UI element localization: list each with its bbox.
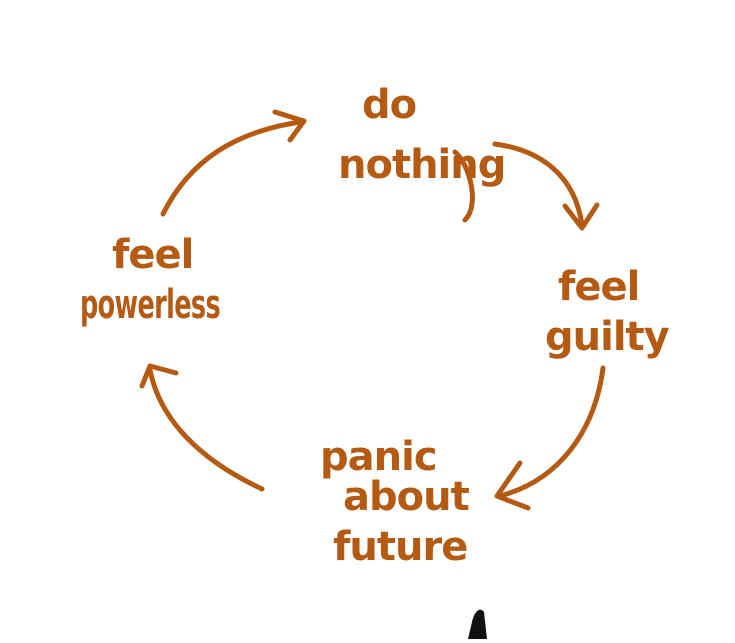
node-feel-powerless: feel powerless bbox=[80, 232, 221, 328]
cycle-arrows bbox=[139, 109, 606, 511]
nothing-swoosh bbox=[452, 149, 475, 223]
node-feel-powerless-line-1: feel bbox=[112, 232, 193, 278]
node-panic-line-1: panic bbox=[320, 434, 437, 480]
node-feel-powerless-line-2: powerless bbox=[80, 282, 220, 328]
arrow-do-nothing-to-feel-guilty bbox=[492, 141, 585, 228]
node-feel-guilty-line-2: guilty bbox=[545, 314, 670, 360]
arrow-panic-to-feel-powerless bbox=[147, 367, 265, 492]
arrowhead-feel-powerless bbox=[139, 363, 179, 389]
arrow-feel-powerless-to-do-nothing bbox=[160, 119, 303, 217]
node-panic-line-3: future bbox=[333, 524, 467, 570]
node-panic-about-future: panic about future bbox=[320, 434, 471, 570]
arrowhead-panic bbox=[494, 460, 531, 511]
arrow-feel-guilty-to-panic bbox=[497, 365, 606, 499]
black-pen-mark bbox=[468, 609, 487, 639]
node-do-nothing-line-1: do bbox=[362, 82, 416, 128]
node-feel-guilty: feel guilty bbox=[545, 264, 671, 360]
node-panic-line-2: about bbox=[343, 474, 470, 520]
arrowhead-do-nothing bbox=[272, 109, 307, 143]
arrowhead-feel-guilty bbox=[562, 202, 600, 231]
node-do-nothing: do nothing bbox=[338, 82, 506, 188]
node-feel-guilty-line-1: feel bbox=[558, 264, 639, 310]
node-do-nothing-line-2: nothing bbox=[338, 142, 505, 188]
